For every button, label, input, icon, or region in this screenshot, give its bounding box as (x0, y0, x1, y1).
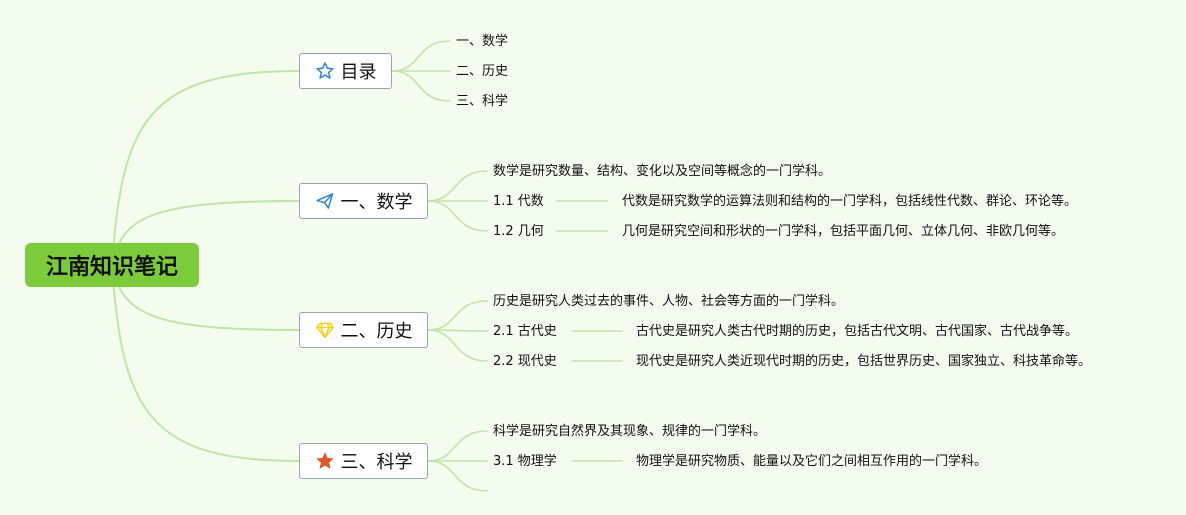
branch-label: 一、数学 (340, 192, 413, 213)
leaf-detail[interactable]: 现代史是研究人类近现代时期的历史，包括世界历史、国家独立、科技革命等。 (636, 354, 1092, 369)
leaf-item[interactable]: 数学是研究数量、结构、变化以及空间等概念的一门学科。 (493, 164, 832, 179)
root-branch-connector (111, 264, 300, 462)
branch-child-connector (427, 300, 488, 331)
root-label: 江南知识笔记 (45, 255, 178, 280)
leaf-detail[interactable]: 古代史是研究人类古代时期的历史，包括古代文明、古代国家、古代战争等。 (636, 324, 1079, 339)
branch-child-connector (427, 200, 488, 232)
root-branch-connector (111, 70, 300, 266)
branch-node-contents[interactable]: 目录 (299, 53, 392, 89)
branch-node-math[interactable]: 一、数学 (299, 183, 428, 219)
star-outline-icon (315, 61, 335, 81)
leaf-item[interactable]: 3.1 物理学 (493, 454, 557, 469)
root-node[interactable]: 江南知识笔记 (25, 243, 199, 287)
branch-label: 三、科学 (340, 452, 413, 473)
diamond-icon (315, 320, 335, 340)
leaf-detail[interactable]: 代数是研究数学的运算法则和结构的一门学科，包括线性代数、群论、环论等。 (622, 194, 1078, 209)
branch-child-connector (391, 40, 451, 72)
branch-child-connector (427, 430, 488, 462)
leaf-item[interactable]: 科学是研究自然界及其现象、规律的一门学科。 (493, 424, 767, 439)
paper-plane-icon (315, 191, 335, 211)
leaf-detail[interactable]: 几何是研究空间和形状的一门学科，包括平面几何、立体几何、非欧几何等。 (622, 224, 1065, 239)
star-filled-icon (315, 451, 335, 471)
leaf-item[interactable]: 二、历史 (456, 64, 509, 79)
leaf-item[interactable]: 2.2 现代史 (493, 354, 557, 369)
leaf-item[interactable]: 历史是研究人类过去的事件、人物、社会等方面的一门学科。 (493, 294, 845, 309)
branch-node-science[interactable]: 三、科学 (299, 443, 428, 479)
branch-label: 目录 (340, 62, 377, 83)
leaf-detail[interactable]: 物理学是研究物质、能量以及它们之间相互作用的一门学科。 (636, 454, 988, 469)
branch-node-history[interactable]: 二、历史 (299, 312, 428, 348)
branch-child-connector (427, 170, 488, 202)
branch-label: 二、历史 (340, 321, 413, 342)
leaf-item[interactable]: 1.2 几何 (493, 224, 544, 239)
leaf-item[interactable]: 三、科学 (456, 94, 509, 109)
branch-child-connector (427, 329, 488, 362)
leaf-item[interactable]: 1.1 代数 (493, 194, 544, 209)
leaf-item[interactable]: 一、数学 (456, 34, 509, 49)
leaf-item[interactable]: 2.1 古代史 (493, 324, 557, 339)
branch-child-connector (391, 70, 451, 102)
branch-child-connector (427, 460, 488, 492)
